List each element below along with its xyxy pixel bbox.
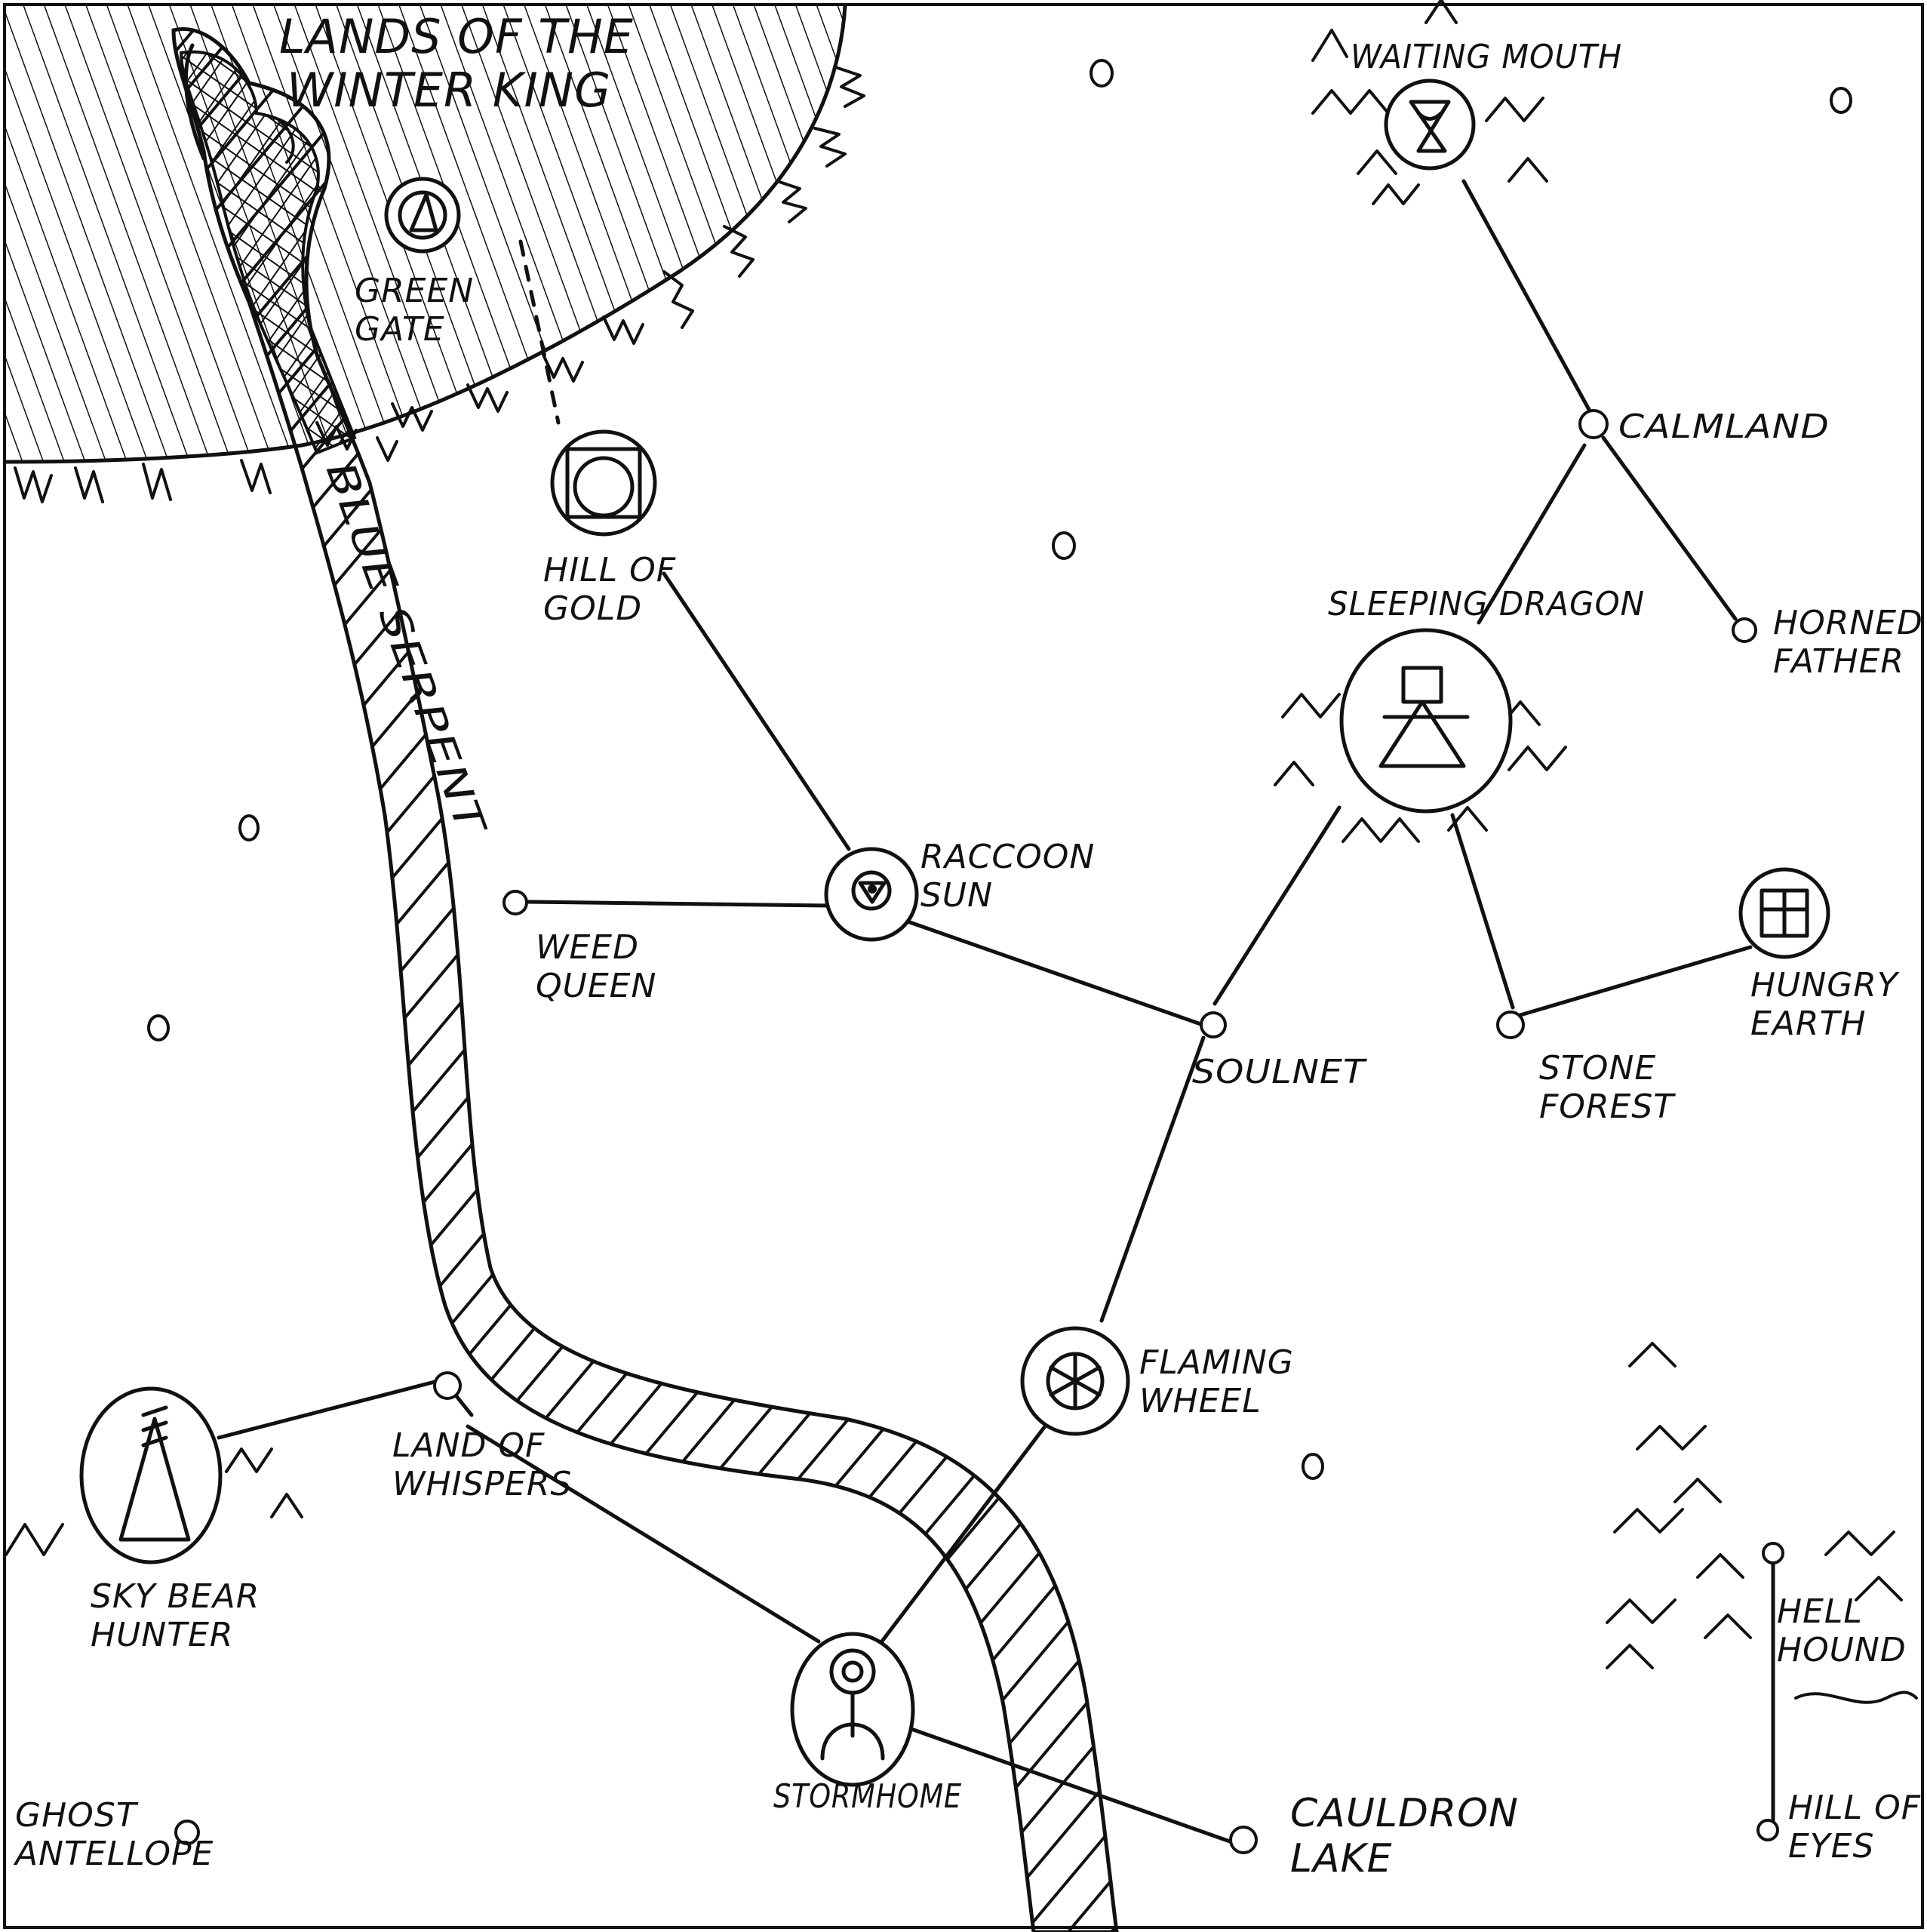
sky-bear-hunter-label-line1: SKY BEAR	[91, 1577, 260, 1616]
route-dragon-stoneforest	[1450, 813, 1515, 1010]
triangle-in-circle-icon	[398, 190, 447, 240]
spiral-figure-icon	[820, 1648, 885, 1761]
winter-lands-label-line2: WINTER KING	[287, 63, 611, 118]
mountain-marks	[5, 0, 1918, 1704]
route-stormhome-cauldron	[907, 1726, 1232, 1844]
raccoon-sun-label-line1: RACCOON	[920, 838, 1095, 876]
stormhome-node[interactable]	[790, 1632, 915, 1787]
weed-queen-label-line1: WEED	[536, 928, 639, 967]
sleeping-dragon-label: SLEEPING DRAGON	[1328, 585, 1645, 623]
hill-of-gold-node[interactable]	[550, 429, 657, 537]
route-soulnet-flaming	[1099, 1035, 1206, 1323]
route-waiting-calmland	[1461, 179, 1594, 417]
stone-forest-label-line2: FOREST	[1539, 1088, 1676, 1126]
horned-father-label-line2: FATHER	[1773, 642, 1904, 681]
scattered-marks	[147, 59, 1852, 1480]
route-whispers-stormhome	[466, 1424, 821, 1644]
hungry-earth-label-line2: EARTH	[1750, 1004, 1866, 1043]
route-greengate-hillgold	[518, 239, 561, 425]
square-circle-icon	[565, 447, 642, 519]
calmland-label: CALMLAND	[1618, 408, 1830, 446]
raccoon-sun-node[interactable]	[824, 847, 919, 942]
wheel-spokes-icon	[1046, 1352, 1105, 1411]
stone-forest-label-line1: STONE	[1539, 1049, 1656, 1088]
stormhome-label: STORMHOME	[773, 1777, 962, 1816]
blue-serpent-river	[171, 27, 1119, 1932]
land-of-whispers-label-line1: LAND OF	[392, 1426, 545, 1465]
hill-of-gold-label-line2: GOLD	[543, 589, 642, 628]
land-of-whispers-label-line2: WHISPERS	[392, 1465, 572, 1503]
hourglass-skull-icon	[1409, 100, 1451, 153]
route-hillgold-raccoon	[662, 571, 851, 851]
hungry-earth-node[interactable]	[1738, 867, 1830, 959]
sky-bear-hunter-node[interactable]	[79, 1386, 223, 1564]
ghost-antelope-label-line1: GHOST	[15, 1796, 139, 1835]
route-raccoon-soulnet	[903, 918, 1209, 1029]
route-calmland-horned	[1601, 435, 1738, 621]
hell-hound-label-line1: HELL	[1777, 1592, 1863, 1631]
winter-lands-label-line1: LANDS OF THE	[279, 9, 634, 64]
raccoon-sun-label-line2: SUN	[920, 876, 993, 915]
lantern-pyramid-icon	[1378, 666, 1470, 768]
horned-father-label-line1: HORNED	[1773, 604, 1923, 642]
sleeping-dragon-node[interactable]	[1339, 628, 1513, 814]
hill-of-gold-label-line1: HILL OF	[543, 551, 676, 589]
sky-bear-hunter-label-line2: HUNTER	[91, 1616, 233, 1654]
green-gate-node[interactable]	[384, 177, 461, 254]
ghost-antelope-label-line2: ANTELLOPE	[13, 1835, 214, 1873]
route-skybear-whispers	[217, 1379, 440, 1440]
window-cross-icon	[1760, 888, 1809, 938]
flaming-wheel-label-line2: WHEEL	[1139, 1382, 1262, 1420]
teepee-icon	[118, 1405, 191, 1542]
routes	[217, 179, 1775, 1844]
route-soulnet-dragon	[1212, 805, 1342, 1006]
eye-triangle-icon	[851, 870, 892, 911]
flaming-wheel-node[interactable]	[1020, 1326, 1130, 1436]
waiting-mouth-node[interactable]	[1384, 78, 1476, 171]
weed-queen-label-line2: QUEEN	[536, 967, 656, 1005]
green-gate-label-line2: GATE	[355, 310, 445, 349]
cauldron-lake-label-line1: CAULDRON	[1290, 1791, 1519, 1836]
flaming-wheel-label-line1: FLAMING	[1139, 1343, 1294, 1382]
hill-of-eyes-label-line1: HILL OF	[1788, 1789, 1921, 1827]
green-gate-label-line1: GREEN	[355, 272, 474, 310]
route-dragon-calmland	[1477, 443, 1587, 625]
route-weed-raccoon	[526, 900, 832, 908]
route-flaming-stormhome	[877, 1424, 1047, 1647]
route-stoneforest-hungry	[1518, 945, 1753, 1017]
waiting-mouth-label: WAITING MOUTH	[1351, 38, 1622, 76]
route-endpoints	[174, 409, 1784, 1854]
hell-hound-label-line2: HOUND	[1777, 1631, 1907, 1669]
cauldron-lake-label-line2: LAKE	[1290, 1836, 1393, 1881]
hill-of-eyes-label-line2: EYES	[1788, 1827, 1874, 1866]
soulnet-label: SOULNET	[1192, 1053, 1367, 1091]
hungry-earth-label-line1: HUNGRY	[1750, 966, 1900, 1004]
